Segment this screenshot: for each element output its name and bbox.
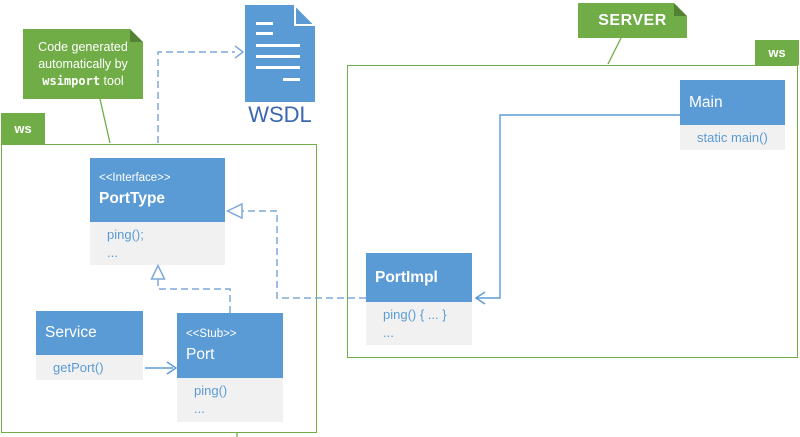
generated-note-line3-rest: tool (100, 73, 124, 88)
class-header: PortImpl (366, 253, 472, 302)
class-members: getPort() (36, 355, 143, 380)
class-header: <<Interface>> PortType (90, 158, 225, 222)
wsdl-dependency-arrow (157, 51, 235, 143)
class-portimpl: PortImpl ping() { ... } ... (366, 253, 472, 345)
class-header: Service (36, 311, 143, 355)
class-stereotype: <<Interface>> (99, 172, 171, 184)
server-note: SERVER (578, 3, 687, 38)
generated-note-text: Code generated automatically by wsimport… (23, 29, 143, 99)
wsimport-code: wsimport (42, 73, 101, 88)
class-name: Service (45, 324, 97, 341)
class-name: Main (689, 93, 723, 111)
document-text-lines (256, 22, 300, 81)
member-line: static main() (697, 129, 768, 145)
class-members: ping() { ... } ... (366, 302, 472, 345)
member-line: ... (383, 325, 394, 340)
class-main: Main static main() (680, 80, 785, 150)
class-stereotype: <<Stub>> (186, 327, 237, 340)
wsdl-arrowhead (234, 45, 245, 59)
note-connector-line (99, 98, 111, 144)
client-package-tag: ws (1, 113, 45, 144)
member-line: ping() { ... } (383, 307, 447, 322)
class-members: ping(); ... (90, 222, 225, 265)
generated-note-line3: wsimport tool (42, 73, 123, 90)
member-line: getPort() (53, 359, 104, 375)
member-line: ... (107, 245, 118, 260)
member-line: ping(); (107, 227, 144, 242)
class-members: static main() (680, 125, 785, 150)
member-line: ... (194, 401, 205, 416)
class-porttype: <<Interface>> PortType ping(); ... (90, 158, 225, 265)
class-header: <<Stub>> Port (177, 313, 283, 378)
class-name: Port (186, 345, 215, 363)
generated-note: Code generated automatically by wsimport… (23, 29, 143, 99)
generated-note-line1: Code generated (38, 39, 128, 54)
class-service: Service getPort() (36, 311, 143, 380)
wsdl-label: WSDL (248, 102, 312, 127)
class-name: PortImpl (375, 268, 438, 286)
document-page (245, 5, 315, 102)
generated-note-line2: automatically by (38, 56, 128, 71)
server-note-label: SERVER (598, 11, 667, 29)
document-fold-flap (294, 5, 315, 26)
class-name: PortType (99, 190, 166, 207)
member-line: ping() (194, 383, 228, 398)
class-header: Main (680, 80, 785, 125)
server-connector-line (607, 37, 622, 65)
server-package-tag: ws (755, 40, 799, 65)
class-port: <<Stub>> Port ping() ... (177, 313, 283, 422)
wsdl-document-icon (245, 5, 315, 102)
class-members: ping() ... (177, 378, 283, 422)
